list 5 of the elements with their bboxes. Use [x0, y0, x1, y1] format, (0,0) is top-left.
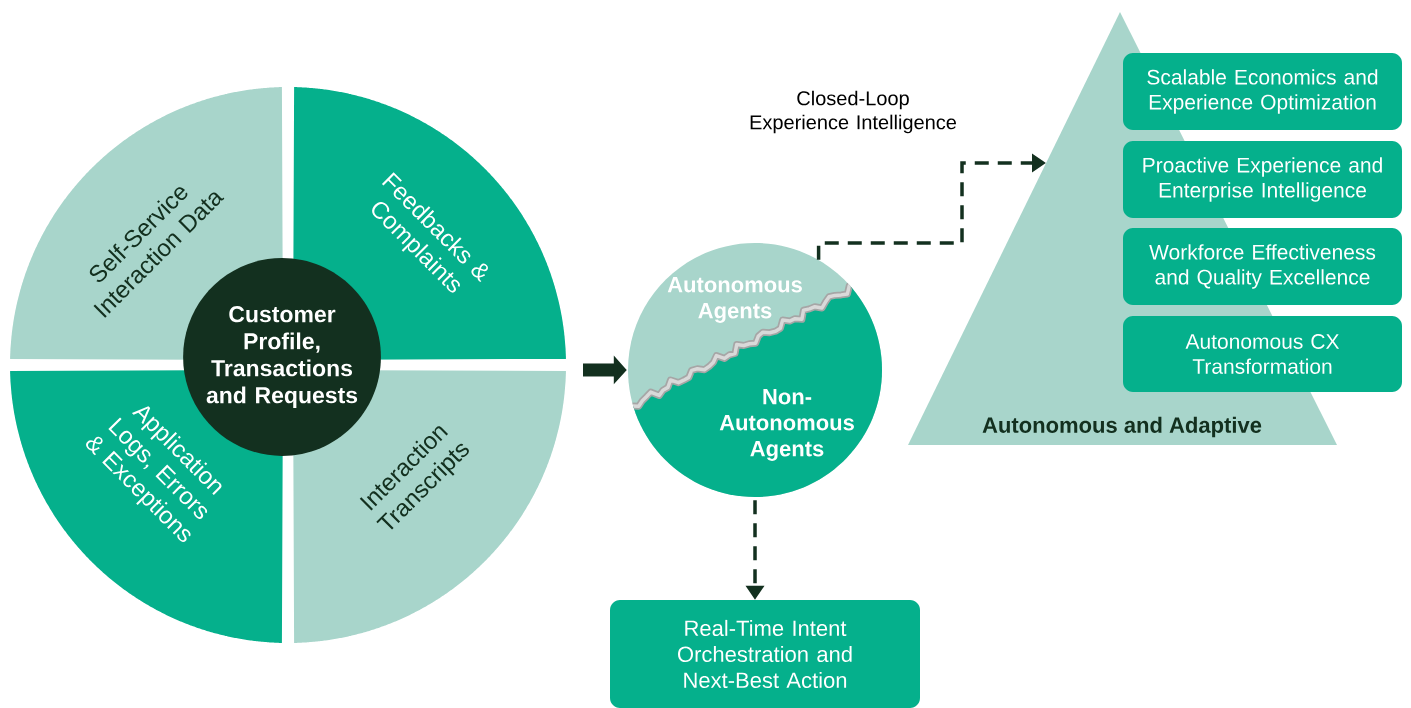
rounded-box: Scalable Economics and Experience Optimization	[1123, 53, 1402, 130]
rounded-box: Autonomous CX Transformation	[1123, 316, 1402, 392]
rounded-box: Workforce Effectiveness and Quality Excellence	[1123, 228, 1402, 305]
rounded-box: Real-Time Intent Orchestration and Next-Best Action	[610, 600, 920, 708]
rounded-box: Proactive Experience and Enterprise Intelligence	[1123, 141, 1402, 218]
